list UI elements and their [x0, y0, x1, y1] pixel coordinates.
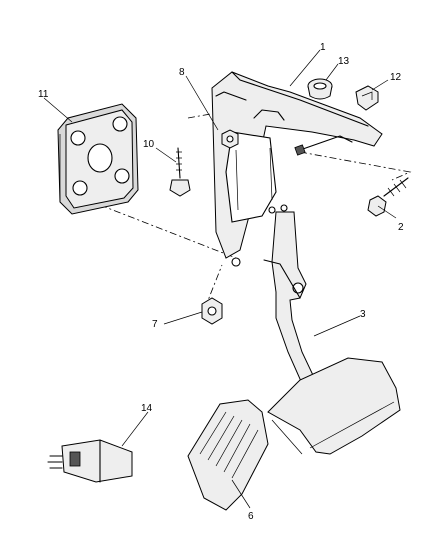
callout-14: 14 — [141, 403, 153, 414]
alignment-lines — [99, 111, 412, 309]
pedal-bracket-part-1 — [211, 71, 383, 267]
callouts: 1 2 3 6 7 8 10 11 12 13 14 — [38, 42, 404, 522]
bolt-part-2 — [367, 177, 409, 217]
callout-10: 10 — [143, 139, 155, 150]
callout-2: 2 — [398, 222, 404, 233]
callout-7: 7 — [152, 319, 158, 330]
leader-lines — [43, 49, 397, 509]
callout-8: 8 — [179, 67, 185, 78]
bracket-plate-part-11 — [57, 103, 139, 215]
pedal-pad-part-6 — [187, 357, 401, 511]
clip-part-12 — [355, 85, 379, 111]
callout-11: 11 — [38, 89, 49, 100]
callout-3: 3 — [360, 309, 366, 320]
callout-6: 6 — [248, 511, 254, 522]
nut-part-7 — [201, 297, 223, 325]
callout-1: 1 — [320, 42, 326, 53]
nut-part-8 — [221, 129, 239, 149]
callout-13: 13 — [338, 56, 350, 67]
bolt-part-10 — [169, 147, 191, 197]
callout-12: 12 — [390, 72, 402, 83]
switch-part-14 — [47, 439, 133, 483]
bushing-part-13 — [307, 78, 333, 100]
